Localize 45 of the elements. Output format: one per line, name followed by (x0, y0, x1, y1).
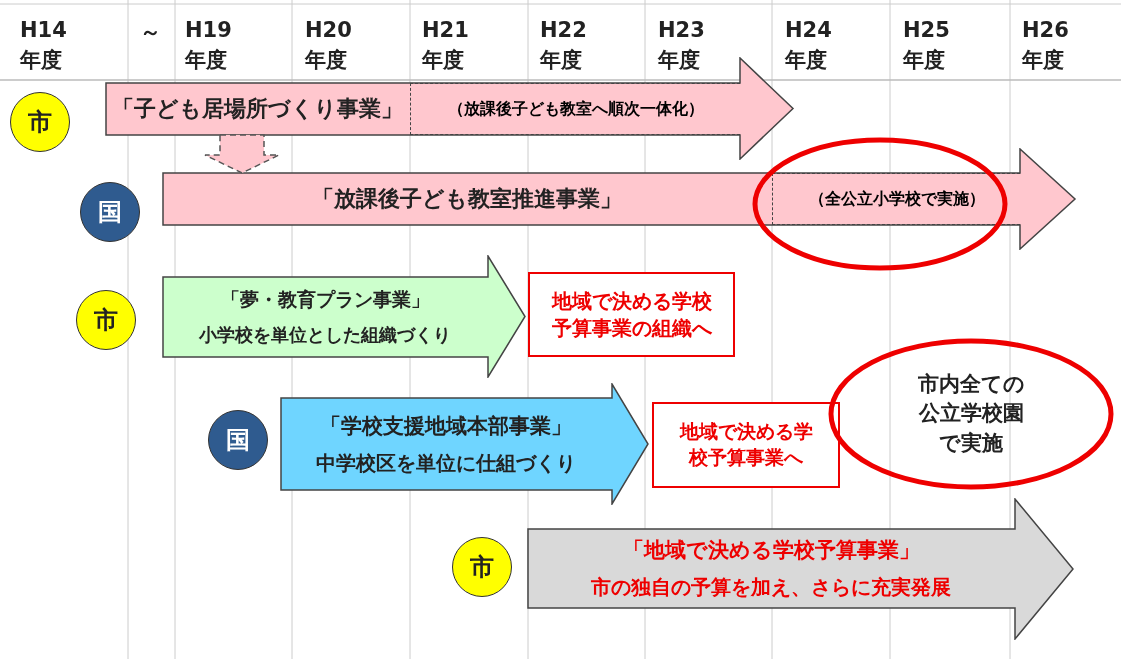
program-band (527, 498, 1075, 640)
year-header: 年度 (658, 47, 700, 74)
program-band (162, 148, 1077, 250)
program-title: 「学校支援地域本部事業」 (320, 412, 572, 440)
year-header: H23 (658, 18, 705, 42)
jurisdiction-badge: 国 (80, 182, 140, 242)
year-header: 年度 (903, 47, 945, 74)
year-header: 年度 (1022, 47, 1064, 74)
program-title: 「放課後子ども教室推進事業」 (312, 185, 622, 213)
jurisdiction-badge: 市 (10, 92, 70, 152)
highlight-ellipse (828, 338, 1114, 490)
year-header: 年度 (20, 47, 62, 74)
year-header: 年度 (540, 47, 582, 74)
program-band (162, 255, 527, 378)
program-description: 市の独自の予算を加え、さらに充実発展 (591, 574, 951, 601)
year-header: 年度 (185, 47, 227, 74)
phase-note: （全公立小学校で実施） (808, 188, 985, 210)
ellipse-label: 市内全ての公立学校園で実施 (916, 370, 1026, 457)
program-title: 「地域で決める学校予算事業」 (622, 537, 920, 564)
program-band (280, 383, 650, 505)
year-header: H24 (785, 18, 832, 42)
outcome-box: 地域で決める学校予算事業の組織へ (528, 272, 735, 357)
jurisdiction-badge: 国 (208, 410, 268, 470)
jurisdiction-badge: 市 (452, 537, 512, 597)
phase-note: （放課後子ども教室へ順次一体化） (447, 98, 704, 120)
program-title: 「夢・教育プラン事業」 (220, 287, 430, 312)
year-header: 年度 (785, 47, 827, 74)
year-header: H19 (185, 18, 232, 42)
range-mark: ～ (140, 19, 161, 46)
year-header: H14 (20, 18, 67, 42)
dashed-phase-box (772, 173, 1020, 225)
year-header: H22 (540, 18, 587, 42)
dashed-phase-box (410, 83, 740, 135)
block-arrow (204, 134, 280, 174)
year-header: H20 (305, 18, 352, 42)
program-title: 「子ども居場所づくり事業」 (112, 95, 403, 123)
program-description: 小学校を単位とした組織づくり (199, 323, 451, 347)
outcome-box: 地域で決める学校予算事業へ (652, 402, 840, 488)
program-description: 中学校区を単位に仕組づくり (316, 449, 576, 477)
year-header: H25 (903, 18, 950, 42)
year-header: 年度 (305, 47, 347, 74)
year-header: 年度 (422, 47, 464, 74)
year-header: H21 (422, 18, 469, 42)
year-header: H26 (1022, 18, 1069, 42)
jurisdiction-badge: 市 (76, 290, 136, 350)
